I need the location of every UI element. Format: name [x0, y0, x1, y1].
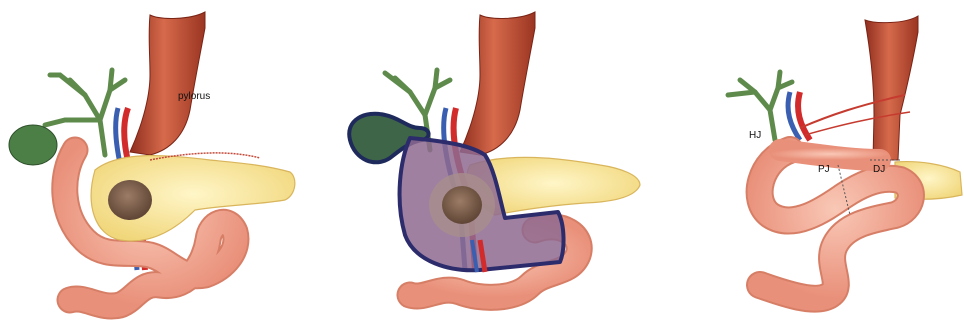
stomach-2	[460, 12, 535, 155]
tumor-2	[442, 186, 482, 224]
gallbladder-1	[9, 125, 57, 165]
panel-1-normal-anatomy: pylorus	[9, 12, 295, 306]
artery-3	[798, 92, 810, 140]
stomach-1	[130, 12, 205, 155]
panel-3-reconstruction: HJ PJ DJ	[728, 16, 962, 299]
hj-label: HJ	[749, 130, 761, 141]
pylorus-label: pylorus	[178, 91, 210, 102]
panel-2-resection	[349, 12, 640, 297]
pj-label: PJ	[818, 164, 830, 175]
stomach-3	[865, 16, 918, 160]
dj-label: DJ	[873, 164, 885, 175]
tumor-1	[108, 180, 152, 220]
